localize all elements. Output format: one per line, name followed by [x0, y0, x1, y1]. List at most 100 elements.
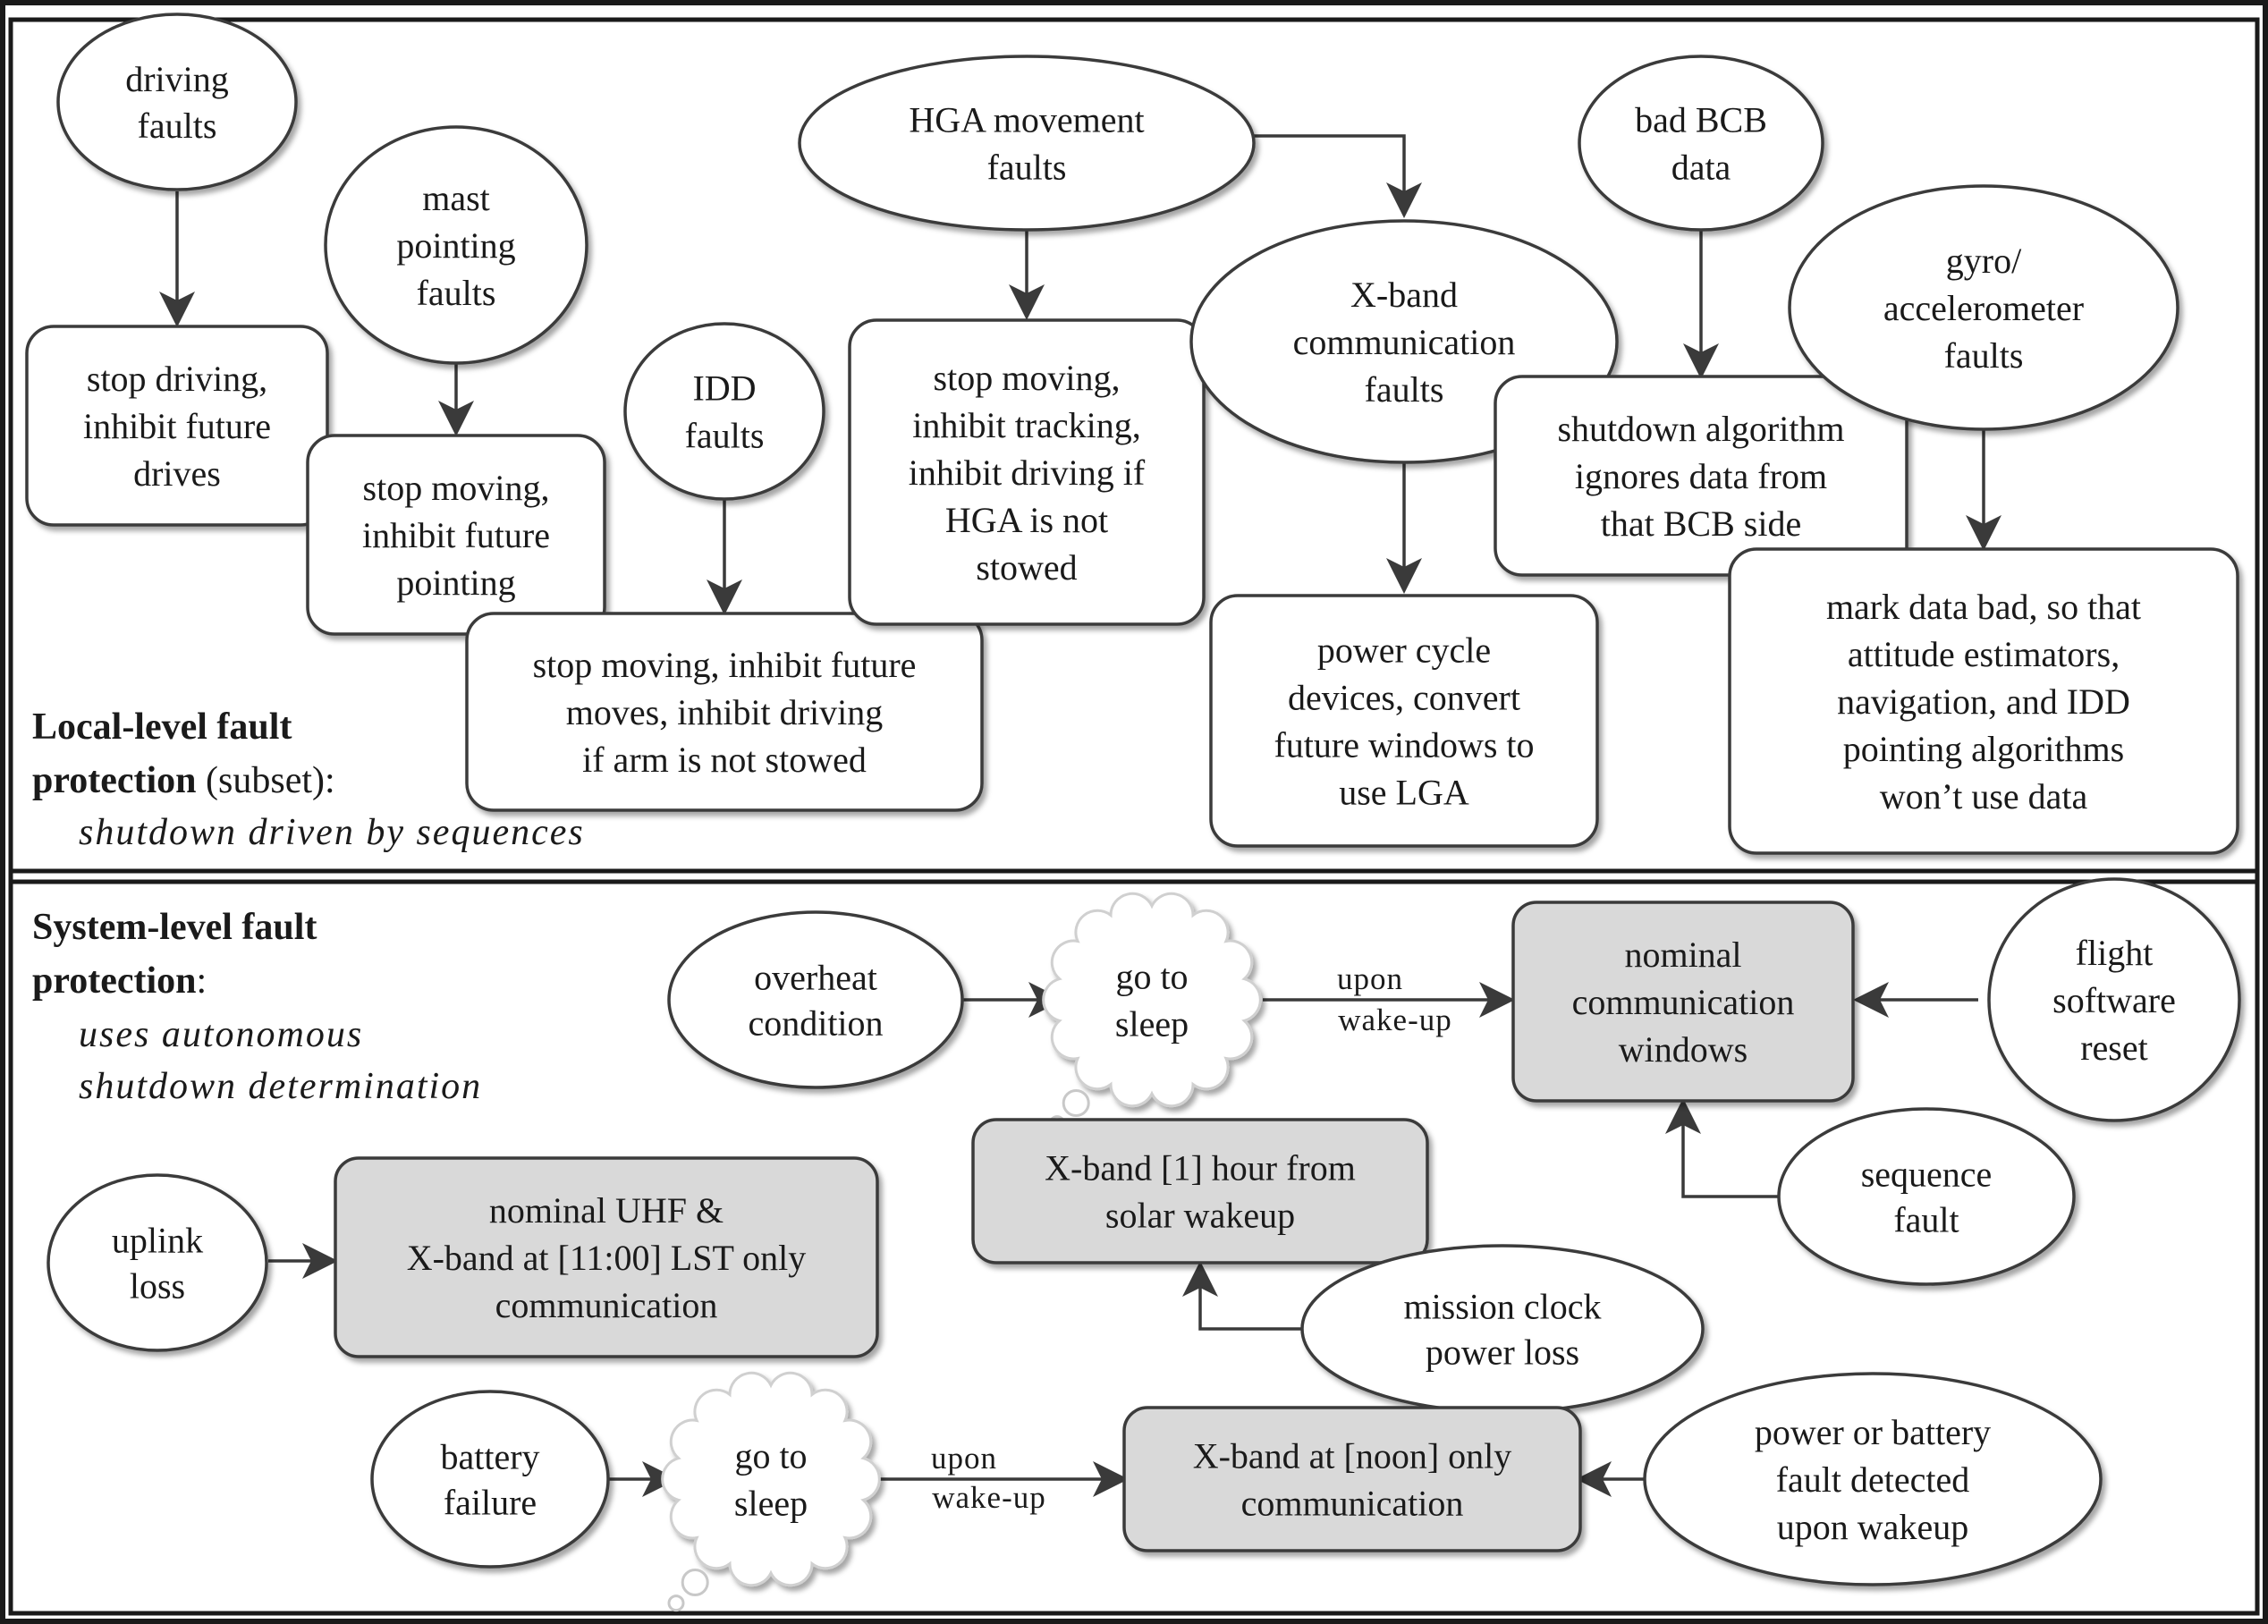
node-text-line: moves, inhibit driving [566, 692, 883, 732]
node-text-line: power loss [1426, 1332, 1579, 1373]
node-mast-pointing-faults: mast pointing faults [324, 125, 588, 365]
node-text-line: bad BCB [1635, 100, 1767, 140]
node-shape [370, 1390, 610, 1569]
node-text-line: flight [2076, 933, 2154, 973]
node-text-line: HGA movement [909, 100, 1144, 140]
node-text-line: if arm is not stowed [582, 740, 867, 780]
node-text-line: X-band at [11:00] LST only [407, 1238, 807, 1278]
node-text-line: sequence [1861, 1155, 1993, 1195]
upon-wakeup-label-2-line-2: wake-up [932, 1480, 1046, 1515]
node-shape [306, 434, 606, 636]
node-text-line: sleep [1115, 1004, 1189, 1045]
local-title-line-2: protection (subset): [32, 760, 335, 801]
node-shape [1042, 892, 1262, 1108]
node-shape [1209, 594, 1599, 848]
system-level-section-label: System-level fault protection: uses auto… [32, 907, 482, 1107]
node-shape [1987, 877, 2241, 1122]
node-text-line: ignores data from [1575, 456, 1827, 496]
node-text-line: communication [495, 1285, 718, 1325]
node-stop-moving-pointing: stop moving, inhibit future pointing [306, 434, 606, 636]
node-shape [661, 1371, 881, 1587]
node-shape [1643, 1372, 2103, 1586]
node-text-line: communication [1293, 322, 1516, 362]
node-text-line: nominal [1624, 935, 1741, 975]
node-shape [334, 1156, 879, 1358]
node-text-line: communication [1572, 982, 1795, 1022]
node-text-line: attitude estimators, [1848, 634, 2120, 674]
node-text-line: inhibit future [362, 515, 550, 555]
node-text-line: communication [1241, 1484, 1464, 1524]
edge-hga-to-xband-faults [1254, 134, 1422, 218]
node-shape [798, 55, 1256, 232]
edges [159, 134, 2001, 1497]
node-text-line: navigation, and IDD [1837, 681, 2130, 722]
upon-wakeup-label-1-line-1: upon [1337, 961, 1403, 996]
node-text-line: condition [748, 1003, 883, 1044]
node-text-line: software [2052, 980, 2176, 1020]
node-text-line: solar wakeup [1105, 1196, 1295, 1236]
system-title-word: protection [32, 960, 197, 1002]
node-idd-faults: IDD faults [623, 322, 825, 501]
node-text-line: drives [133, 453, 221, 494]
node-text-line: power cycle [1317, 630, 1491, 671]
node-stop-moving-hga: stop moving,inhibit tracking,inhibit dri… [848, 318, 1206, 626]
node-text-line: HGA is not [945, 500, 1108, 540]
node-text-line: mast [422, 178, 490, 218]
node-text-line: pointing [396, 562, 515, 603]
node-text-line: IDD [692, 368, 756, 409]
system-subtitle-line-1: uses autonomous [79, 1014, 363, 1055]
node-text-line: stop moving, inhibit future [533, 645, 917, 685]
local-title-line-1: Local-level fault [32, 706, 292, 748]
system-title-suffix: : [197, 960, 207, 1002]
edge-mission-clock-to-xband-1hour [1182, 1261, 1306, 1331]
node-text-line: go to [1115, 957, 1188, 997]
node-text-line: won’t use data [1880, 776, 2088, 816]
local-title-word: protection [32, 760, 197, 801]
node-shape [1777, 1107, 2076, 1286]
node-shape [1122, 1406, 1582, 1552]
node-text-line: faults [1365, 369, 1444, 410]
node-text-line: windows [1619, 1029, 1748, 1070]
node-shape [324, 125, 588, 365]
system-title-line-1: System-level fault [32, 907, 317, 948]
node-text-line: faults [685, 416, 765, 456]
node-text-line: faults [1944, 335, 2024, 376]
node-nominal-comm-windows: nominal communication windows [1511, 901, 1855, 1103]
node-text-line: gyro/ [1946, 241, 2022, 281]
node-text-line: pointing [396, 225, 515, 266]
node-text-line: inhibit tracking, [912, 405, 1141, 445]
node-shape [1578, 55, 1824, 232]
node-go-to-sleep-1: go to sleep [1042, 892, 1262, 1133]
node-shape [56, 13, 298, 191]
node-text-line: pointing algorithms [1843, 729, 2124, 769]
node-shape [1494, 375, 1908, 577]
upon-wakeup-label-1-line-2: wake-up [1338, 1002, 1452, 1037]
node-text-line: stop moving, [363, 468, 550, 508]
upon-wakeup-label-2-line-1: upon [931, 1441, 997, 1476]
node-text-line: faults [417, 273, 496, 313]
system-subtitle-line-2: shutdown determination [79, 1066, 482, 1107]
node-shape [667, 910, 964, 1089]
node-text-line: inhibit driving if [909, 453, 1146, 493]
node-text-line: data [1671, 148, 1731, 188]
inner-border [8, 17, 2260, 1616]
node-text-line: mark data bad, so that [1826, 587, 2141, 627]
node-text-line: uplink [112, 1221, 203, 1261]
node-text-line: nominal UHF & [489, 1190, 724, 1231]
node-shape [1788, 184, 2179, 431]
local-level-section-label: Local-level fault protection (subset): s… [32, 706, 583, 853]
node-shape [623, 322, 825, 501]
